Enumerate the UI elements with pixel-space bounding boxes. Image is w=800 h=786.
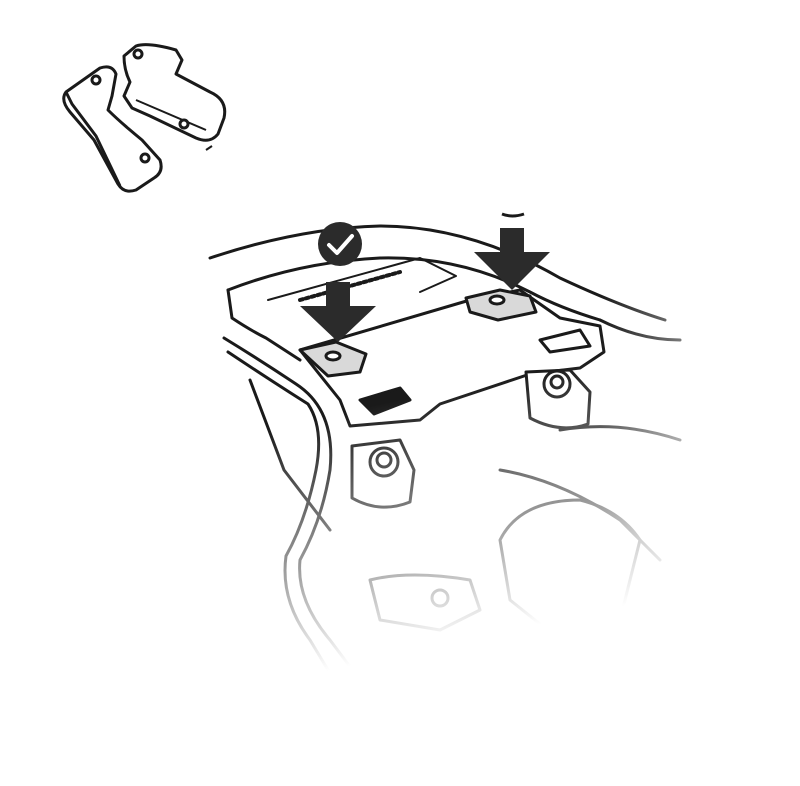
mounting-brackets-pair: [62, 43, 227, 193]
bracket-left: [62, 65, 163, 193]
fade-overlay-right: [0, 200, 800, 786]
bracket-right: [122, 43, 227, 151]
